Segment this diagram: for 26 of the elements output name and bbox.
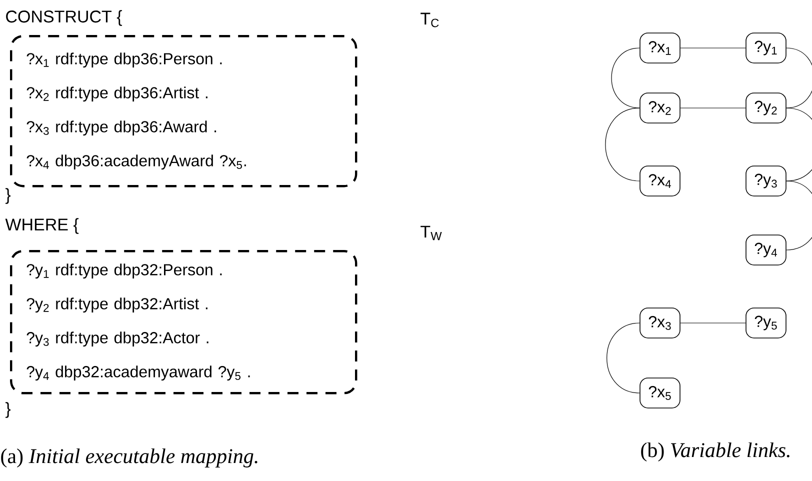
link-line: [611, 48, 640, 108]
variable-node: ?x$_{2}$: [640, 92, 680, 124]
code-text: WHERE {: [5, 218, 79, 234]
link-line: [606, 322, 640, 394]
variable-node: ?y$_{4}$: [746, 234, 786, 266]
variable-node: ?x$_{4}$: [640, 166, 680, 196]
link-line: [680, 322, 746, 324]
variable-node: ?y$_{1}$: [746, 32, 786, 64]
code-text: }: [6, 402, 11, 418]
box-label: T$_{C}$: [420, 12, 439, 28]
variable-node: ?y$_{5}$: [746, 308, 786, 338]
box-label: T$_{W}$: [420, 226, 442, 240]
dashed-box: ?x$_{1}$ rdf:type dbp36:Person . ?x$_{2}$ rdf:type dbp36:Artist . ?x$_{3}$ rdf:type dbp36:Award . ?x$_{4}$ dbp36:academyAward ?x$_{5}$.: [10, 35, 358, 188]
link-line: [786, 48, 812, 108]
variable-node: ?x$_{5}$: [640, 378, 680, 408]
variable-node: ?y$_{3}$: [746, 166, 786, 196]
caption: (b) Variable links.: [641, 442, 790, 462]
code-text: }: [6, 188, 11, 204]
link-line: [786, 180, 812, 250]
dashed-box: ?y$_{1}$ rdf:type dbp32:Person . ?y$_{2}$ rdf:type dbp32:Artist . ?y$_{3}$ rdf:type dbp32:Actor . ?y$_{4}$ dbp32:academyaward ?y$_{5}$ .: [10, 250, 358, 394]
variable-node: ?x$_{1}$: [640, 32, 680, 64]
variable-node: ?x$_{3}$: [640, 308, 680, 338]
link-line: [786, 108, 812, 182]
link-line: [605, 108, 640, 182]
caption: (a) Initial executable mapping.: [1, 448, 258, 468]
variable-node: ?y$_{2}$: [746, 92, 786, 124]
